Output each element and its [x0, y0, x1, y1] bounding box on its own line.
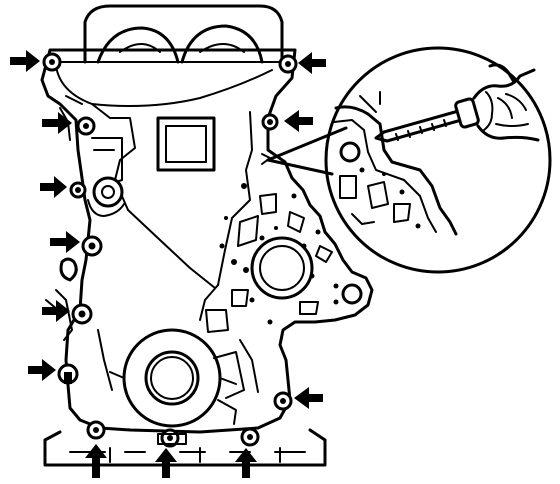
- bolt-1: [42, 52, 62, 72]
- bolt-arrows: [10, 50, 326, 478]
- cover-outline: [40, 48, 374, 434]
- bolt-7: [71, 303, 93, 325]
- arrow-right-icon: [42, 112, 72, 134]
- bolt-9: [86, 420, 106, 440]
- arrow-right-icon: [42, 300, 70, 322]
- screwdriver: [374, 97, 480, 143]
- bolt-11: [240, 427, 260, 447]
- arrow-left-icon: [294, 387, 323, 409]
- bolt-8: [57, 363, 79, 385]
- arrow-left-icon: [284, 110, 313, 132]
- arrow-left-icon: [298, 52, 326, 74]
- arrow-right-icon: [28, 359, 56, 381]
- arrow-right-icon: [40, 176, 67, 198]
- cover-plate: [156, 116, 216, 172]
- arrow-up-icon: [235, 448, 257, 478]
- right-plate: [205, 183, 363, 333]
- arrow-right-icon: [10, 50, 40, 72]
- camshaft-housing: [83, 4, 284, 64]
- bolt-2: [278, 54, 298, 74]
- bolt-12: [273, 391, 293, 411]
- cover-interior: [55, 61, 291, 393]
- bolts: [42, 52, 298, 448]
- bolt-3: [76, 116, 96, 136]
- hand-holding-screwdriver-icon: [472, 63, 540, 142]
- crankshaft-seal: [109, 328, 245, 428]
- arrow-right-icon: [50, 231, 80, 253]
- left-bracket: [45, 137, 125, 341]
- detail-pointer: [261, 126, 348, 176]
- arrow-up-icon: [155, 448, 177, 478]
- bolt-4: [261, 113, 279, 131]
- engine-block: [43, 428, 327, 467]
- arrow-up-icon: [85, 444, 107, 478]
- bolt-5: [69, 181, 87, 199]
- bolt-6: [81, 235, 103, 257]
- detail-view: [324, 46, 552, 274]
